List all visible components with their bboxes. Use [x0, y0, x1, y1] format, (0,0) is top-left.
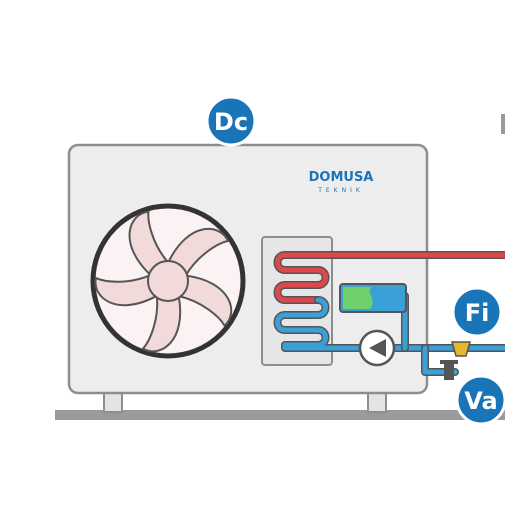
pump-icon — [358, 329, 396, 367]
fan-blade — [94, 273, 159, 307]
ground-bar — [55, 410, 505, 420]
cold-coil — [273, 296, 364, 352]
hot-coil — [273, 251, 505, 304]
edge-mark — [501, 114, 505, 134]
fan-blade — [178, 274, 233, 328]
fan-blade — [166, 227, 230, 277]
brand-logo: DOMUSA TEKNIK — [309, 170, 374, 194]
fan-hub — [147, 260, 189, 302]
fan-blade — [128, 210, 170, 277]
drain-valve-icon — [440, 360, 458, 380]
expansion-tank — [339, 283, 407, 313]
brand-name: DOMUSA — [309, 170, 374, 185]
badge-va: Va — [455, 374, 505, 426]
badge-fi: Fi — [451, 286, 503, 338]
brand-subtitle: TEKNIK — [317, 187, 364, 194]
badge-fi-label: Fi — [465, 299, 490, 327]
fan-blade — [141, 294, 182, 353]
badge-dc: Dc — [205, 95, 257, 147]
filter-valve-icon — [451, 341, 471, 357]
fan-icon — [90, 203, 246, 359]
badge-dc-label: Dc — [214, 108, 248, 136]
badge-va-label: Va — [464, 387, 497, 415]
